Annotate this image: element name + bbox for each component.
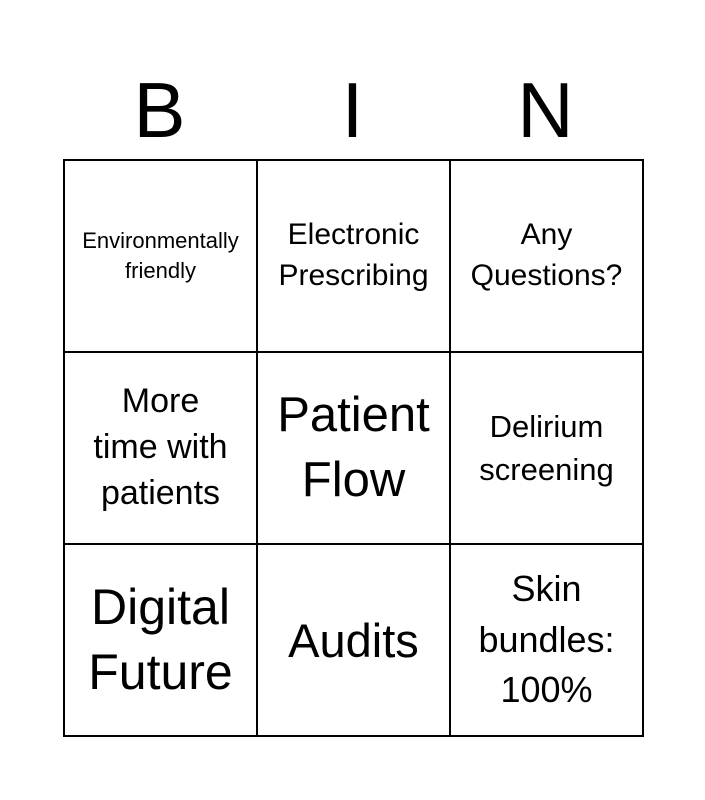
header-letter-b: B — [133, 66, 186, 154]
bingo-cell-any-questions[interactable]: Any Questions? — [449, 159, 644, 353]
bingo-cell-delirium-screening[interactable]: Delirium screening — [449, 351, 644, 545]
bingo-card: B I N Environmentally friendly Electroni… — [63, 0, 644, 737]
bingo-grid: Environmentally friendly Electronic Pres… — [63, 159, 644, 737]
bingo-cell-audits[interactable]: Audits — [256, 543, 451, 737]
bingo-cell-electronic-prescribing[interactable]: Electronic Prescribing — [256, 159, 451, 353]
bingo-cell-more-time-with-patients[interactable]: More time with patients — [63, 351, 258, 545]
bingo-cell-environmentally-friendly[interactable]: Environmentally friendly — [63, 159, 258, 353]
bingo-cell-digital-future[interactable]: Digital Future — [63, 543, 258, 737]
header-letter-n: N — [517, 66, 574, 154]
bingo-row-3: Digital Future Audits Skin bundles: 100% — [63, 543, 644, 737]
bingo-header: B I N — [63, 0, 642, 151]
bingo-cell-skin-bundles-100[interactable]: Skin bundles: 100% — [449, 543, 644, 737]
header-letter-i: I — [341, 66, 364, 154]
bingo-row-1: Environmentally friendly Electronic Pres… — [63, 159, 644, 353]
bingo-row-2: More time with patients Patient Flow Del… — [63, 351, 644, 545]
bingo-cell-patient-flow[interactable]: Patient Flow — [256, 351, 451, 545]
